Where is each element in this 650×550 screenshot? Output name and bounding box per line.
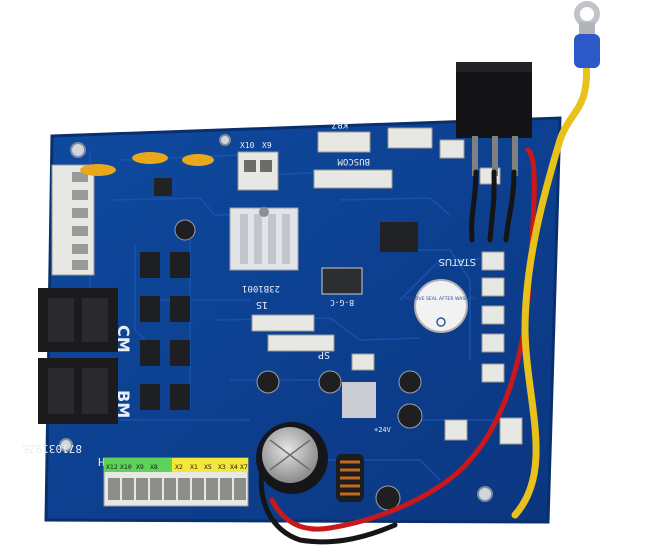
label-1s: 1S: [256, 299, 268, 310]
terminal-label: X10: [120, 463, 132, 471]
label-x9: X9: [262, 141, 272, 150]
left-screw-terminal: [51, 164, 95, 276]
large-capacitor: [256, 422, 328, 494]
serial-number: 8710319Z6: [22, 442, 82, 455]
terminal-label: X3: [218, 463, 226, 471]
yellow-wire: [511, 58, 591, 519]
buzzer: [414, 279, 468, 333]
ring-terminal: [574, 1, 600, 68]
terminal-label: X9: [136, 463, 144, 471]
heatsink: [229, 207, 299, 271]
mounting-holes: [59, 134, 493, 502]
label-bm: BM: [114, 390, 133, 418]
label-cm: CM: [114, 325, 133, 353]
bridge-rectifier: [456, 62, 532, 176]
terminal-label: X2: [175, 463, 183, 471]
bottom-terminal-block: [103, 457, 249, 507]
buzzer-label: REMOVE SEAL AFTER WASHING: [405, 296, 478, 302]
black-connectors: [38, 288, 118, 424]
top-connectors: [237, 127, 523, 445]
inductor: [336, 454, 364, 502]
terminal-label: X8: [150, 463, 158, 471]
fuses: [80, 152, 214, 176]
ics: [154, 178, 418, 418]
terminal-label: X7: [240, 463, 248, 471]
terminal-label: X12: [106, 463, 118, 471]
terminal-label: X1: [190, 463, 198, 471]
right-connectors: [479, 167, 505, 383]
black-wires: [258, 169, 517, 545]
label-x10: X10: [240, 141, 255, 150]
terminal-label: X4: [230, 463, 238, 471]
capacitors: [174, 219, 423, 511]
red-wire: [269, 147, 537, 532]
label-bgc: B-G-C: [330, 298, 354, 307]
label-status: STATUS: [438, 256, 476, 267]
terminal-label: X5: [204, 463, 212, 471]
label-sp: SP: [318, 349, 330, 360]
label-kbz: KBZ: [331, 119, 348, 129]
transistors: [140, 252, 190, 410]
label-v24: +24V: [374, 426, 392, 434]
date-code: 23B1001: [242, 283, 280, 293]
terminal-labels: X12 X10 X9 X8 X2 X1 X5 X3 X4 X7: [106, 463, 248, 471]
label-buscom: BUSCOM: [337, 156, 370, 166]
